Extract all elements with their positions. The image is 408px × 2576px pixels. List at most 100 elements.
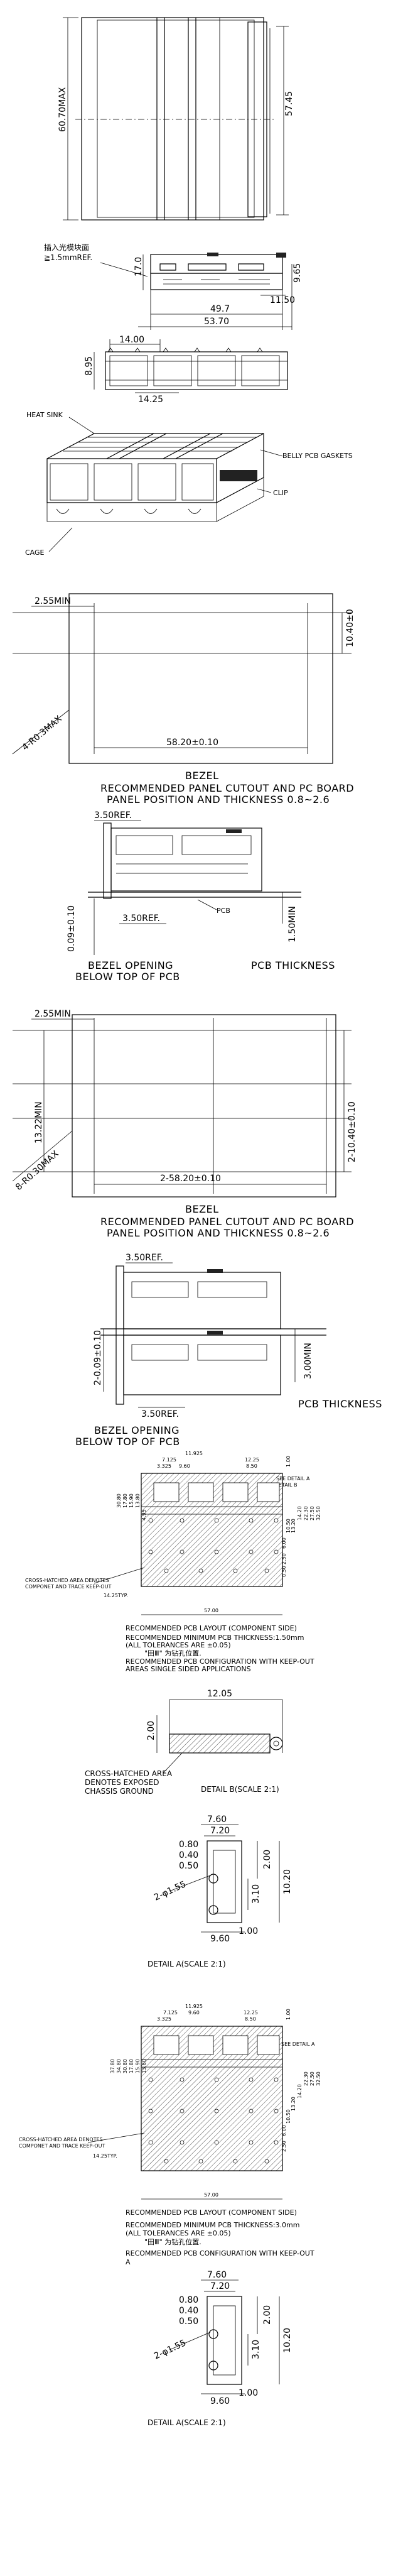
right-dim-0: 32.50 (316, 2071, 321, 2086)
dim-left: 0.09±0.10 (67, 905, 77, 952)
dim-bottom-1: 1.00 (239, 1926, 258, 1936)
dim-left: 17.0 (134, 257, 144, 276)
right-dim-2: 22.30 (303, 1506, 309, 1520)
left-dim-5: 13.80 (141, 2059, 147, 2073)
right-dim-5: 10.50 (286, 1519, 291, 1533)
see-detail: SEE DETAIL A (281, 2041, 315, 2047)
pitch: 14.25TYP. (104, 1593, 128, 1598)
dim-right2: 10.20 (282, 2328, 293, 2353)
dim-bottom-0: 9.60 (210, 2396, 230, 2406)
top-dim-1: 7.125 (163, 2010, 178, 2016)
cross-note2: COMPONET AND TRACE KEEP-OUT (25, 1584, 111, 1590)
label-gaskets: BELLY PCB GASKETS (282, 452, 353, 460)
top-dim-3: 9.60 (179, 1463, 190, 1469)
dim-b: 49.7 (210, 304, 230, 314)
top-dim-6: 1.00 (286, 1456, 291, 1467)
dim-hole: 2-φ1.55 (153, 1879, 188, 1902)
note2: DENOTES EXPOSED (85, 1778, 159, 1787)
top-dim-2: 3.325 (157, 1463, 171, 1469)
bezel-label: BEZEL (185, 770, 219, 782)
title: DETAIL A(SCALE 2:1) (148, 2418, 226, 2427)
caption1: RECOMMENDED PCB LAYOUT (COMPONENT SIDE) (126, 1624, 297, 1632)
right-dim-8: 0.50 (281, 1566, 287, 1577)
detail-b: 12.05 2.00 CROSS-HATCHED AREA DENOTES EX… (85, 1689, 283, 1796)
dim-right1: 2.00 (262, 1850, 272, 1869)
dim-left-1: 0.40 (179, 2306, 198, 2316)
dim-left: 13.22MIN (34, 1101, 44, 1143)
top-dim-2: 3.325 (157, 2016, 171, 2022)
top-dim-6: 1.00 (286, 2009, 291, 2020)
dim-min: 2.55MIN (35, 596, 71, 606)
right-dim-2: 22.30 (303, 2071, 309, 2086)
dim-right: 3.00MIN (303, 1343, 313, 1379)
left-dim-2: 15.90 (129, 1493, 134, 1508)
right-dim-4: 13.20 (291, 1519, 296, 1533)
right-dim-3: 14.20 (297, 2084, 303, 2098)
left-dim-3: 17.80 (129, 2059, 134, 2073)
dim-right: 9.65 (293, 263, 303, 283)
dim-right: 2-10.40±0.10 (347, 1101, 357, 1162)
note3: CHASSIS GROUND (85, 1787, 154, 1796)
side-view: 插入光模块面 ≧1.5mmREF. 17.0 9.65 11.50 49.7 5… (44, 243, 303, 330)
dim-width: 58.20±0.10 (166, 738, 218, 748)
dim-right: 10.40±0 (345, 609, 355, 647)
dim-bottom-1: 1.00 (239, 2388, 258, 2398)
dim-ref-bottom: 3.50REF. (141, 1409, 179, 1419)
dim-mid: 3.10 (251, 2340, 261, 2359)
bezel-label: BEZEL (185, 1203, 219, 1215)
left-dim-4: 4.95 (141, 1509, 147, 1520)
dim-top: 12.05 (207, 1689, 232, 1699)
caption-right: PCB THICKNESS (251, 959, 335, 971)
dim-height: 60.70MAX (58, 87, 68, 132)
dim-left: 2-0.09±0.10 (93, 1330, 103, 1385)
caption5: RECOMMENDED PCB CONFIGURATION WITH KEEP-… (126, 2249, 314, 2257)
right-dim-5: 10.50 (286, 2109, 291, 2124)
label-cage: CAGE (25, 548, 45, 557)
dim-min: 2.55MIN (35, 1009, 71, 1019)
title: DETAIL A(SCALE 2:1) (148, 1960, 226, 1968)
caption-line2: PANEL POSITION AND THICKNESS 0.8~2.6 (107, 794, 330, 805)
title: DETAIL B(SCALE 2:1) (201, 1785, 279, 1794)
right-dim-6: 6.00 (281, 1537, 287, 1549)
isometric-view: HEAT SINK BELLY PCB GASKETS CLIP CAGE (25, 411, 353, 557)
right-dim-0: 32.50 (316, 1506, 321, 1520)
side-section-single: 3.50REF. PCB 3.50REF. 0.09±0.10 1.50MIN … (67, 810, 335, 983)
right-dim-7: 2.50 (281, 1553, 287, 1564)
dim-left-2: 0.50 (179, 2317, 198, 2327)
caption-line1: RECOMMENDED PANEL CUTOUT AND PC BOARD (100, 782, 354, 794)
caption3: (ALL TOLERANCES ARE ±0.05) (126, 2229, 231, 2237)
dim-ref-top: 3.50REF. (94, 810, 132, 821)
dim-c: 53.70 (204, 317, 229, 327)
dim-bottom-0: 9.60 (210, 1934, 230, 1944)
note1: CROSS-HATCHED AREA (85, 1769, 173, 1778)
left-dim-1: 17.80 (122, 1493, 128, 1508)
label-clip: CLIP (273, 489, 288, 497)
pitch: 14.25TYP. (93, 2153, 117, 2159)
bezel-cutout-single: 2.55MIN 10.40±0 4-R0.3MAX 58.20±0.10 BEZ… (12, 593, 355, 805)
top-dim-4: 12.25 (245, 1457, 259, 1463)
dim-ref-top: 3.50REF. (126, 1253, 163, 1263)
detail-a-1: 7.60 7.20 0.80 0.40 0.50 2-φ1.55 3.10 2.… (148, 1815, 293, 1968)
pcb-label: PCB (217, 907, 230, 915)
dim-top-0: 7.60 (207, 2270, 227, 2280)
caption3: (ALL TOLERANCES ARE ±0.05) (126, 1641, 231, 1649)
cross-note1: CROSS-HATCHED AREA DENOTES (25, 1578, 109, 1583)
caption2: RECOMMENDED MINIMUM PCB THICKNESS:3.0mm (126, 2221, 299, 2229)
dim-hole: 2-φ1.55 (153, 2338, 188, 2361)
caption-line2: PANEL POSITION AND THICKNESS 0.8~2.6 (107, 1227, 330, 1239)
cross-note2: COMPONET AND TRACE KEEP-OUT (19, 2143, 105, 2149)
width: 57.00 (204, 1608, 218, 1613)
caption4: "田Ⅲ" 为钻孔位置. (144, 2237, 201, 2246)
caption-left2: BELOW TOP OF PCB (75, 971, 180, 983)
note-line1: 插入光模块面 (44, 243, 89, 252)
dim-width: 2-58.20±0.10 (160, 1174, 221, 1184)
top-dim-0: 11.925 (185, 1451, 203, 1456)
see-detail-a: SEE DETAIL A (276, 1476, 310, 1482)
left-dim-1: 34.80 (116, 2059, 122, 2073)
caption-left2: BELOW TOP OF PCB (75, 1436, 180, 1448)
dim-top: 14.00 (119, 335, 144, 345)
caption1: RECOMMENDED PCB LAYOUT (COMPONENT SIDE) (126, 2208, 297, 2217)
right-dim-4: 13.20 (291, 2097, 296, 2111)
pcb-layout-single: 11.925 7.125 3.325 9.60 12.25 8.50 1.00 … (25, 1451, 321, 1673)
